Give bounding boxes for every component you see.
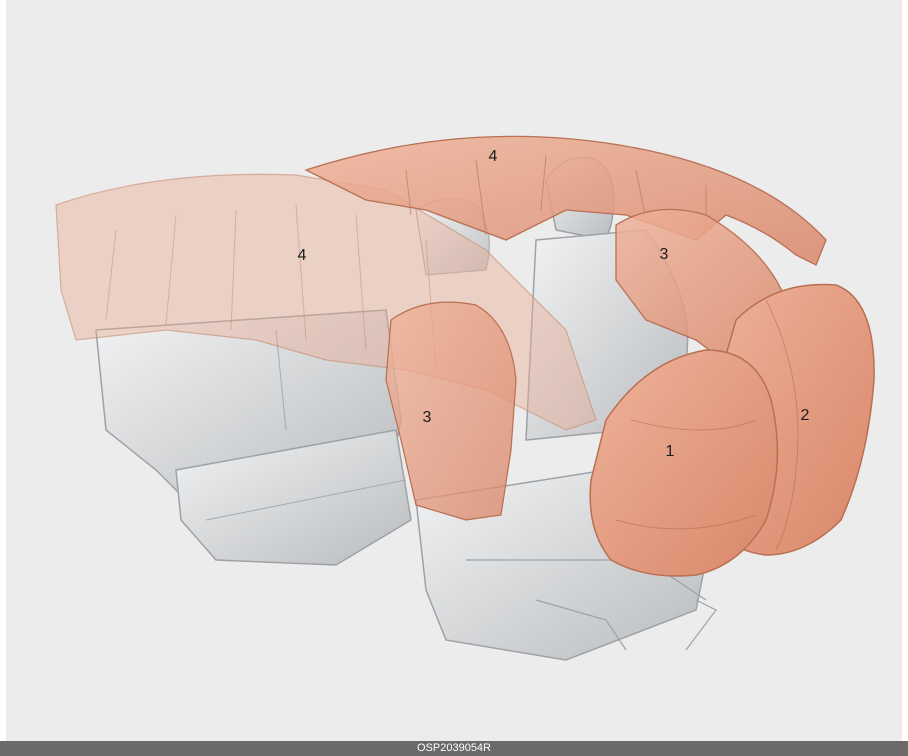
callout-3-front-label: 3 <box>660 246 669 263</box>
callout-1-label: 1 <box>666 443 675 460</box>
image-code-bar: OSP2039054R <box>0 741 908 756</box>
callout-3-rear-label: 3 <box>423 409 432 426</box>
callout-2-label: 2 <box>801 407 810 424</box>
image-code: OSP2039054R <box>417 742 491 754</box>
callout-4-rear-label: 4 <box>298 247 307 264</box>
illustration-panel: 1 2 3 3 4 4 <box>6 0 902 741</box>
airbag-illustration: 1 2 3 3 4 4 <box>6 0 902 741</box>
callout-4-top-label: 4 <box>489 148 498 165</box>
